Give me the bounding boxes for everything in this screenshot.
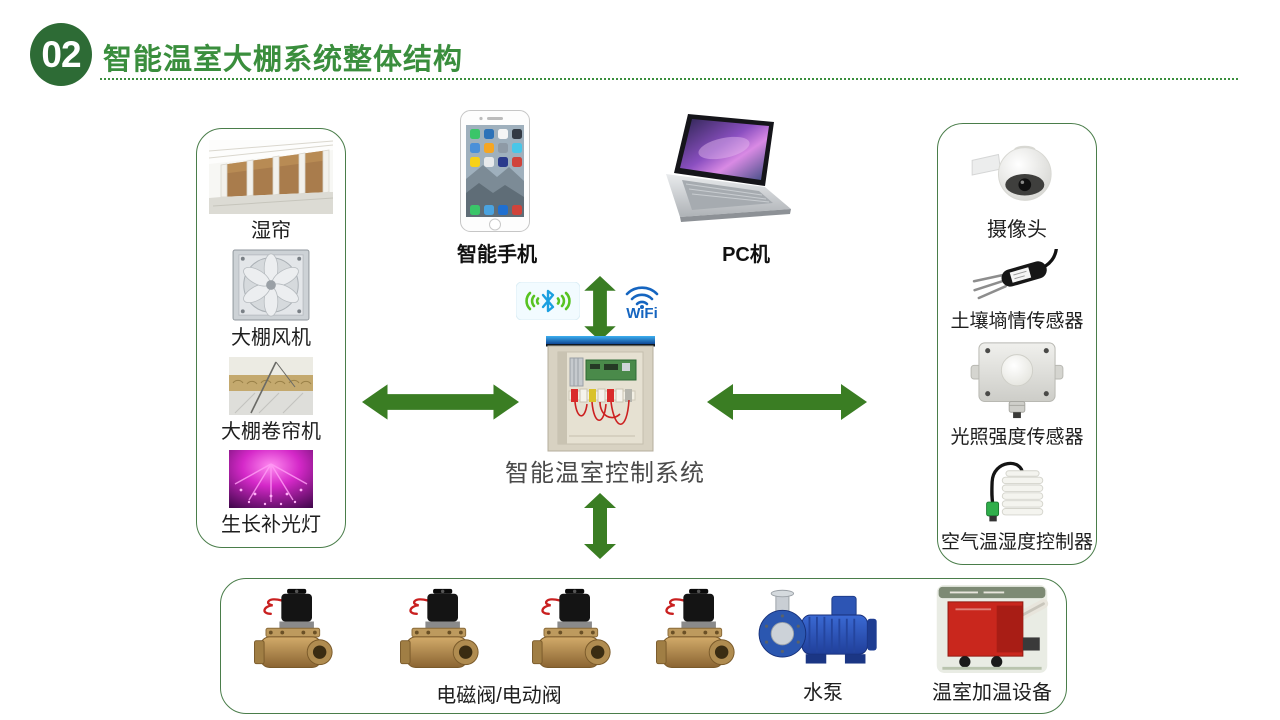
greenhouse-heater-image	[933, 585, 1051, 673]
dome-camera-label: 摄像头	[987, 219, 1047, 242]
arrow-center-to-left	[362, 380, 519, 424]
greenhouse-heater-label: 温室加温设备	[932, 682, 1052, 704]
actuator-panel-bottom: 电磁阀/电动阀 水泵 温室加温设备	[220, 578, 1067, 714]
solenoid-valve-image	[521, 585, 613, 681]
sensor-panel-right: 摄像头 土壤墒情传感器	[937, 123, 1097, 565]
roller-shutter-machine-image	[229, 356, 313, 415]
arrow-center-to-bottom	[583, 491, 617, 561]
air-temp-humidity-controller-image	[973, 456, 1061, 526]
smartphone-label: 智能手机	[457, 244, 537, 266]
pc-label: PC机	[722, 244, 770, 266]
wet-curtain-label: 湿帘	[251, 220, 291, 243]
soil-moisture-sensor-image	[965, 244, 1069, 305]
title-underline	[100, 78, 1238, 80]
soil-moisture-sensor-label: 土壤墒情传感器	[950, 310, 1084, 332]
wifi-text: WiFi	[626, 305, 658, 320]
solenoid-valve-image	[243, 585, 335, 681]
light-intensity-sensor-image	[968, 339, 1066, 421]
wet-curtain-image	[208, 140, 334, 215]
solenoid-valve-image	[645, 585, 737, 681]
actuator-panel-left: 湿帘 大棚风机	[196, 128, 346, 548]
control-system-label: 智能温室控制系统	[505, 460, 705, 487]
wifi-icon: WiFi	[619, 280, 665, 322]
bluetooth-signal-icon	[515, 281, 581, 321]
pc-laptop-image	[658, 114, 796, 230]
light-intensity-sensor-label: 光照强度传感器	[950, 427, 1084, 449]
grow-light-label: 生长补光灯	[221, 513, 321, 536]
solenoid-valve-image	[389, 585, 481, 681]
arrow-center-to-top	[583, 276, 617, 341]
smartphone-image	[459, 109, 531, 233]
section-number-badge: 02	[30, 23, 92, 86]
water-pump-image	[745, 587, 887, 671]
dome-camera-image	[971, 135, 1063, 213]
control-cabinet-image	[542, 336, 659, 453]
solenoid-valve-label: 电磁阀/电动阀	[436, 685, 562, 707]
slide-title: 智能温室大棚系统整体结构	[103, 44, 464, 76]
arrow-center-to-right	[700, 380, 874, 424]
air-temp-humidity-controller-label: 空气温湿度控制器	[940, 531, 1093, 553]
grow-light-image	[229, 449, 313, 508]
water-pump-label: 水泵	[803, 682, 843, 704]
greenhouse-fan-image	[231, 249, 311, 321]
greenhouse-fan-label: 大棚风机	[231, 327, 311, 350]
roller-shutter-machine-label: 大棚卷帘机	[221, 420, 321, 443]
